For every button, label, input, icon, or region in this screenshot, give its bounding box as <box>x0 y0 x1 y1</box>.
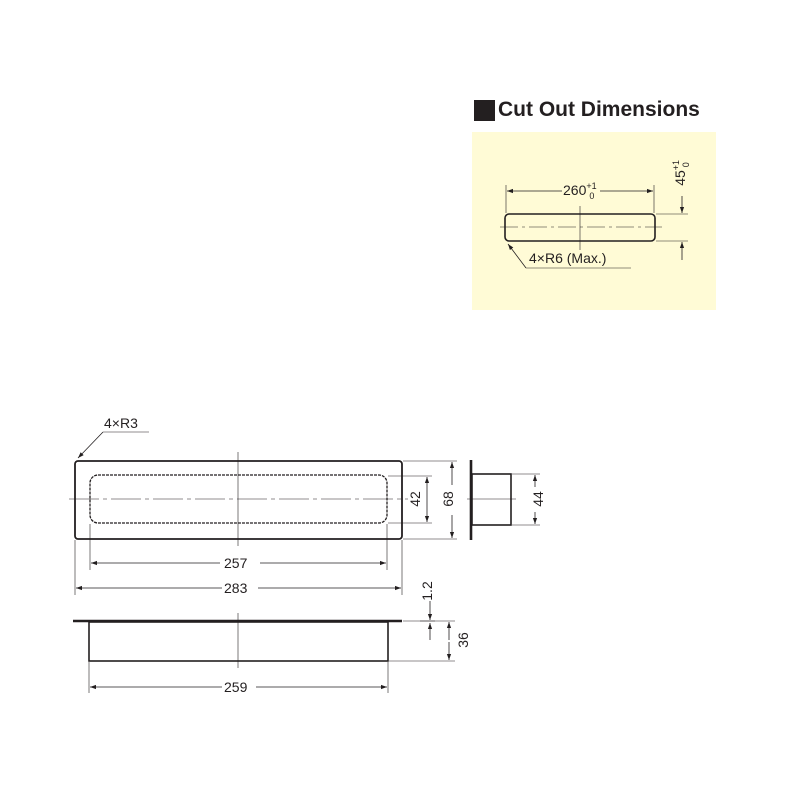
side-view-drawing <box>467 460 540 540</box>
inner-height-label: 42 <box>407 491 423 507</box>
depth-label: 36 <box>455 632 471 648</box>
cut-out-height-tol-lower: 0 <box>681 162 691 168</box>
cut-out-radius-note: 4×R6 (Max.) <box>529 250 607 266</box>
flange-thickness-label: 1.2 <box>419 581 435 601</box>
body-width-label: 259 <box>222 679 250 695</box>
cut-out-width-tol-upper: +1 <box>586 181 597 191</box>
black-square-icon <box>474 99 495 121</box>
top-view-drawing <box>69 431 457 595</box>
front-section-drawing <box>73 601 455 693</box>
cut-out-width-value: 260 <box>563 182 587 198</box>
cut-out-title-text: Cut Out Dimensions <box>498 98 700 121</box>
outer-height-label: 68 <box>440 491 456 507</box>
cut-out-drawing <box>500 185 688 269</box>
corner-radius-note: 4×R3 <box>104 415 138 431</box>
body-height-label: 44 <box>530 488 546 510</box>
cut-out-width-tol-lower: 0 <box>589 191 595 201</box>
cut-out-height-value: 45 <box>672 170 688 186</box>
outer-width-label: 283 <box>222 580 250 596</box>
cut-out-title: Cut Out Dimensions <box>474 96 700 124</box>
inner-width-label: 257 <box>222 555 250 571</box>
cut-out-panel <box>472 132 716 310</box>
